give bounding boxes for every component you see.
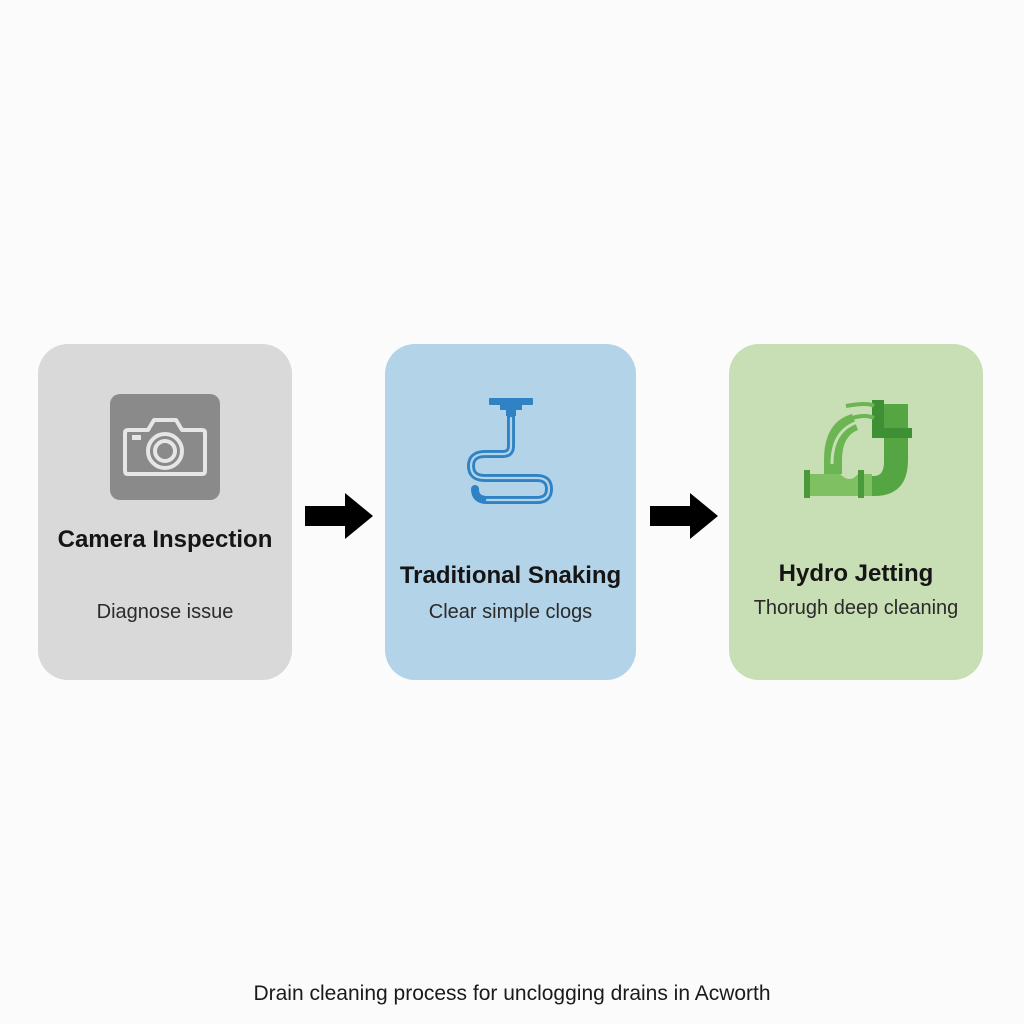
step-card-hydro-jetting: Hydro Jetting Thorugh deep cleaning [729, 344, 983, 680]
step-title: Camera Inspection [57, 526, 273, 553]
camera-icon [110, 394, 220, 500]
right-arrow-icon [650, 493, 718, 539]
step-description: Thorugh deep cleaning [753, 597, 959, 619]
step-title: Hydro Jetting [778, 560, 934, 587]
step-description: Diagnose issue [96, 601, 234, 623]
step-card-traditional-snaking: Traditional Snaking Clear simple clogs [385, 344, 636, 680]
step-description: Clear simple clogs [428, 601, 593, 623]
caption: Drain cleaning process for unclogging dr… [253, 982, 771, 1005]
right-arrow-icon [305, 493, 373, 539]
step-title: Traditional Snaking [399, 562, 622, 589]
step-card-camera-inspection: Camera Inspection Diagnose issue [38, 344, 292, 680]
pipe-jetting-icon [804, 400, 912, 498]
drain-snake-icon [466, 398, 553, 504]
